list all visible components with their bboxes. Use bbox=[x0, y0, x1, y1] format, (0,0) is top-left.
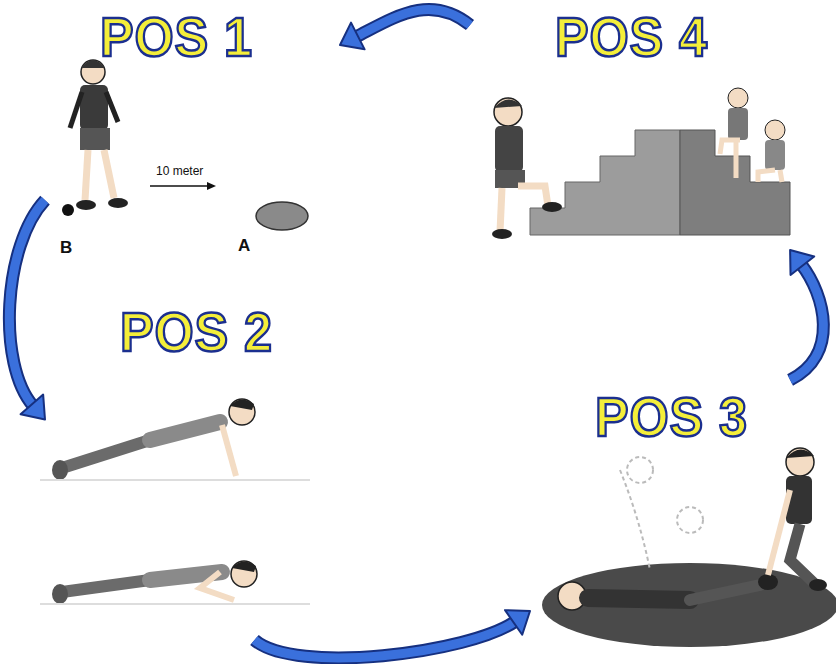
situp-figure bbox=[558, 457, 778, 610]
shirt bbox=[80, 85, 108, 130]
helper-figure bbox=[768, 448, 827, 591]
torso bbox=[150, 422, 220, 440]
illustration-label: 10 meter bbox=[156, 164, 203, 178]
station-area: POS 3 bbox=[530, 380, 830, 655]
motion-ghost bbox=[620, 470, 650, 570]
shoe bbox=[52, 584, 68, 604]
station-area: POS 2 bbox=[45, 290, 340, 640]
flow-arrow bbox=[790, 250, 823, 380]
shoe bbox=[809, 579, 827, 591]
shoe bbox=[76, 200, 96, 210]
illustration-label: A bbox=[238, 236, 250, 256]
station-heading: POS 2 bbox=[120, 300, 273, 364]
shirt bbox=[765, 140, 785, 170]
ghost-head bbox=[627, 457, 653, 483]
arrow-body bbox=[790, 264, 823, 380]
arrow-body bbox=[356, 9, 470, 36]
shoe bbox=[108, 198, 128, 208]
shirt bbox=[495, 126, 523, 172]
flow-arrow bbox=[254, 610, 530, 658]
leg bbox=[734, 140, 739, 178]
arm bbox=[222, 425, 236, 476]
floor bbox=[40, 603, 310, 605]
torso bbox=[588, 598, 690, 600]
cone-mark bbox=[256, 202, 308, 230]
shoe bbox=[542, 202, 562, 212]
head bbox=[728, 88, 748, 108]
stepup-figure bbox=[492, 98, 562, 239]
station-heading: POS 3 bbox=[595, 385, 748, 449]
arrow-outline bbox=[9, 200, 45, 406]
flow-arrow bbox=[340, 9, 470, 49]
hair bbox=[494, 99, 522, 108]
arrow-outline bbox=[254, 621, 515, 658]
floor bbox=[40, 479, 310, 481]
shoe bbox=[492, 229, 512, 239]
arrow-head bbox=[790, 250, 814, 275]
head bbox=[494, 98, 522, 126]
arm bbox=[70, 92, 82, 128]
leg bbox=[85, 150, 88, 200]
legs bbox=[62, 440, 150, 468]
head bbox=[229, 399, 255, 425]
stairs bbox=[530, 130, 680, 235]
distance-arrow bbox=[150, 185, 212, 187]
leg bbox=[518, 186, 548, 206]
shoe bbox=[52, 460, 68, 480]
shorts bbox=[80, 128, 110, 150]
arrow-outline bbox=[356, 9, 470, 36]
arrow-body bbox=[9, 200, 45, 406]
mat bbox=[542, 563, 836, 647]
pushup-figure-low bbox=[40, 561, 310, 604]
flow-arrow bbox=[9, 200, 45, 419]
head bbox=[786, 448, 814, 476]
arrow-head bbox=[340, 23, 365, 50]
ball bbox=[62, 204, 74, 216]
arrow-body bbox=[254, 621, 515, 658]
station-area: POS 1 bbox=[45, 0, 340, 265]
hair bbox=[786, 449, 814, 458]
arm bbox=[200, 572, 234, 600]
hair bbox=[232, 561, 256, 572]
stairs bbox=[680, 130, 790, 235]
legs bbox=[62, 580, 150, 592]
pushup-figure bbox=[40, 399, 310, 480]
arm bbox=[106, 92, 118, 122]
arrow-head bbox=[21, 395, 45, 420]
shoe bbox=[758, 574, 778, 590]
ghost-head bbox=[677, 507, 703, 533]
station-heading: POS 1 bbox=[100, 5, 253, 69]
legs bbox=[690, 585, 760, 600]
hair bbox=[230, 399, 254, 410]
stepup-figures-small bbox=[720, 88, 785, 182]
leg bbox=[758, 170, 775, 182]
shirt bbox=[728, 108, 748, 140]
leg bbox=[104, 150, 114, 198]
leg bbox=[790, 524, 816, 585]
arrow-outline bbox=[790, 264, 823, 380]
station-area: POS 4 bbox=[470, 0, 800, 250]
arrow-head bbox=[505, 610, 530, 635]
leg bbox=[780, 170, 782, 182]
station-heading: POS 4 bbox=[555, 5, 708, 69]
illustration-label: B bbox=[60, 238, 72, 258]
leg bbox=[500, 188, 502, 232]
head bbox=[231, 561, 257, 587]
head bbox=[765, 120, 785, 140]
distance-arrowhead bbox=[207, 182, 216, 190]
dribble-figure bbox=[62, 60, 128, 216]
